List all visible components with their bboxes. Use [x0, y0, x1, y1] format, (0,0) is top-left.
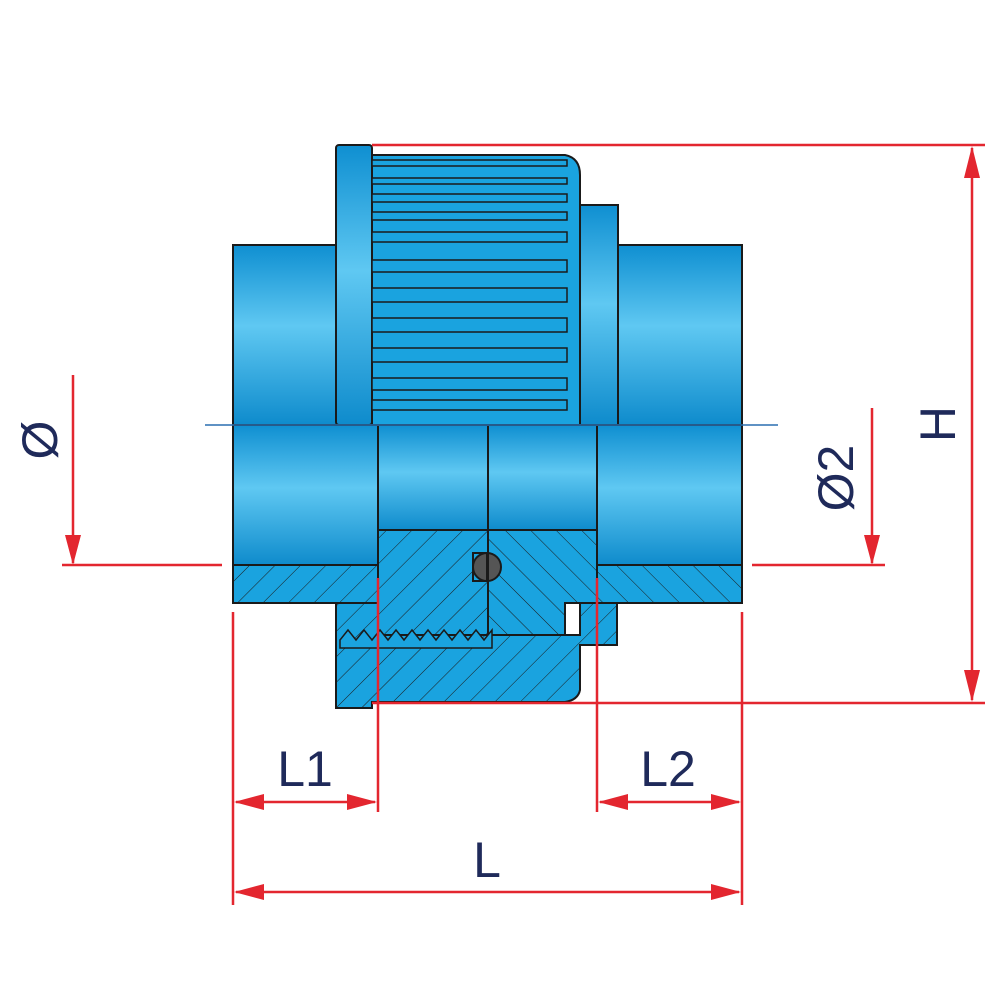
l-label: L [473, 832, 501, 888]
right-socket [616, 244, 743, 426]
center-bore-left [377, 424, 489, 531]
l2-label: L2 [640, 741, 696, 797]
right-wall-section [596, 564, 743, 604]
diameter2-label: Ø2 [808, 445, 864, 512]
union-exterior [232, 144, 743, 426]
union-section [232, 424, 743, 709]
diameter-label: Ø [12, 421, 68, 460]
left-wall-section [232, 564, 379, 604]
height-label: H [910, 406, 966, 442]
left-flange [335, 144, 373, 426]
center-left-section [377, 529, 489, 636]
l1-label: L1 [277, 741, 333, 797]
right-collar [577, 204, 619, 426]
left-bore [232, 424, 379, 566]
dimensions [62, 143, 985, 905]
left-socket [232, 244, 339, 426]
right-bore [596, 424, 743, 566]
center-bore-right [487, 424, 598, 531]
nut-knurling [371, 159, 568, 411]
